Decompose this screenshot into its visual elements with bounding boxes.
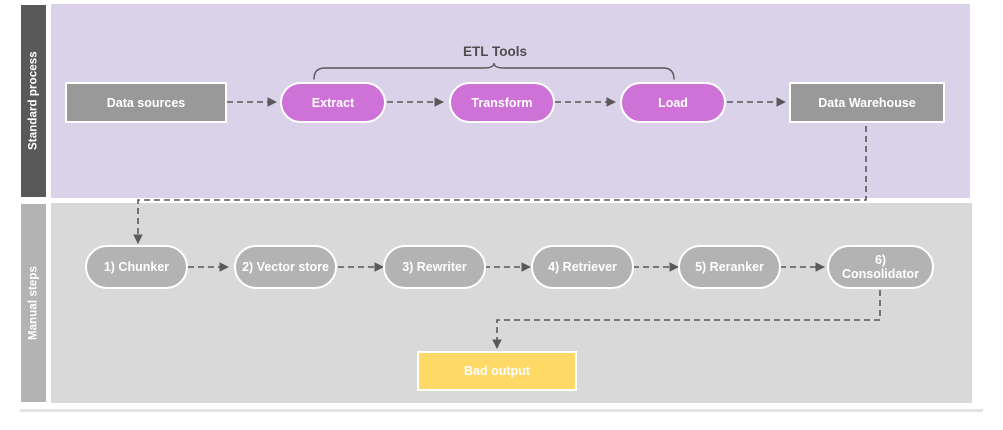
- node-reranker-label: 5) Reranker: [695, 260, 764, 274]
- node-data-warehouse-label: Data Warehouse: [818, 95, 916, 110]
- node-rewriter[interactable]: 3) Rewriter: [383, 245, 486, 289]
- node-consolidator[interactable]: 6) Consolidator: [827, 245, 934, 289]
- node-data-sources-label: Data sources: [106, 95, 186, 110]
- node-extract-label: Extract: [311, 95, 355, 110]
- node-load[interactable]: Load: [620, 82, 726, 123]
- node-extract[interactable]: Extract: [280, 82, 386, 123]
- node-reranker[interactable]: 5) Reranker: [678, 245, 781, 289]
- node-bad-output[interactable]: Bad output: [417, 351, 577, 391]
- node-rewriter-label: 3) Rewriter: [402, 260, 467, 274]
- node-load-label: Load: [658, 95, 688, 110]
- arrow-data-warehouse-to-chunker: [133, 126, 867, 244]
- node-consolidator-label: 6) Consolidator: [841, 253, 920, 281]
- node-transform-label: Transform: [471, 95, 533, 110]
- arrow-consolidator-to-bad-output: [492, 290, 881, 349]
- node-retriever[interactable]: 4) Retriever: [531, 245, 634, 289]
- node-vector-store-label: 2) Vector store: [242, 260, 329, 274]
- node-vector-store[interactable]: 2) Vector store: [234, 245, 337, 289]
- node-data-warehouse[interactable]: Data Warehouse: [789, 82, 945, 123]
- node-retriever-label: 4) Retriever: [548, 260, 617, 274]
- etl-tools-bracket-icon: [313, 62, 675, 80]
- node-transform[interactable]: Transform: [449, 82, 555, 123]
- etl-tools-label: ETL Tools: [463, 44, 527, 59]
- node-data-sources[interactable]: Data sources: [65, 82, 227, 123]
- bottom-divider: [20, 409, 983, 412]
- node-chunker[interactable]: 1) Chunker: [85, 245, 188, 289]
- node-chunker-label: 1) Chunker: [103, 260, 170, 274]
- node-bad-output-label: Bad output: [464, 364, 530, 378]
